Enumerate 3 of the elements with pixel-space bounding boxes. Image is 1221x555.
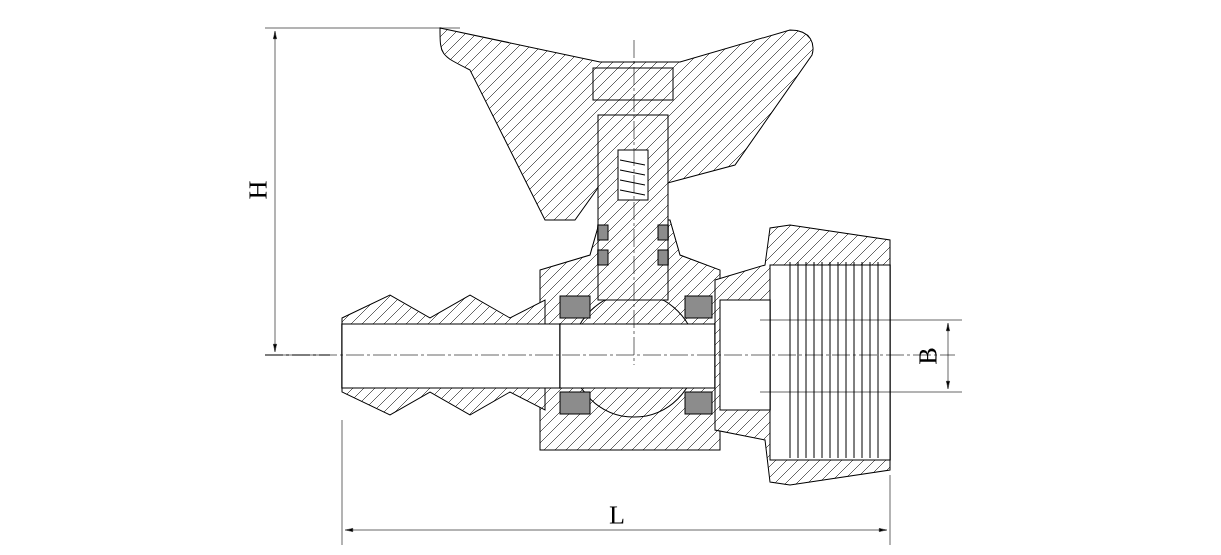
- dimension-label: L: [609, 506, 624, 524]
- dimension-label: B: [919, 348, 937, 364]
- dimension-label: H: [249, 181, 267, 199]
